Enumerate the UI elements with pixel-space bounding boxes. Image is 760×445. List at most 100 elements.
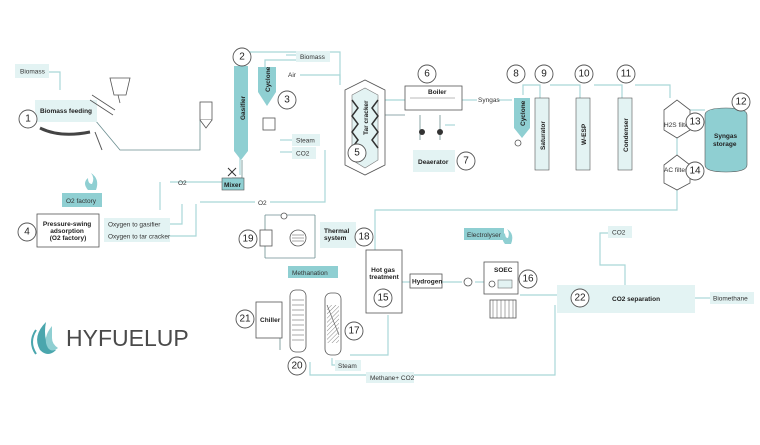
hydrogen-box	[409, 273, 443, 289]
valve-icon	[227, 167, 237, 177]
psa-line2: adsorption	[50, 228, 84, 235]
condenser-unit: Condenser	[617, 97, 633, 171]
marker-6-text: 6	[424, 69, 430, 80]
cyclone-label: Cyclone	[265, 66, 272, 92]
marker-11-text: 11	[621, 69, 632, 80]
co2-box	[292, 147, 316, 159]
marker-21-text: 21	[239, 314, 251, 325]
marker-18	[354, 227, 374, 247]
flame-drop-icon	[31, 322, 58, 355]
hot-gas-label: Hot gas treatment	[369, 267, 399, 281]
marker-18-text: 18	[358, 232, 370, 243]
marker-2-text: 2	[239, 52, 245, 63]
thermal-system-label: Thermal system	[324, 228, 351, 242]
marker-7-text: 7	[463, 156, 469, 167]
marker-9-text: 9	[541, 69, 547, 80]
marker-11	[616, 64, 636, 84]
marker-12-text: 12	[735, 97, 747, 108]
thermal-line1: Thermal	[324, 228, 349, 235]
co2-separation-label: CO2 separation	[612, 296, 660, 303]
marker-8	[506, 64, 526, 84]
soec-label: SOEC	[494, 267, 513, 274]
steam-bottom-label: Steam	[338, 363, 357, 370]
oxy-tar-label: Oxygen to tar cracker	[108, 234, 171, 241]
air-label: Air	[288, 72, 297, 79]
marker-14	[685, 161, 705, 181]
marker-20-text: 20	[291, 361, 303, 372]
marker-17-text: 17	[348, 326, 360, 337]
electrolyser-cells-icon	[489, 299, 517, 319]
marker-22	[570, 288, 590, 308]
marker-3	[277, 90, 297, 110]
reactor-20	[289, 289, 307, 353]
pipe-network	[48, 51, 710, 376]
gasifier-label: Gasifier	[240, 95, 247, 120]
number-markers: 1 2 3 4 5 6 7 8 9 10 11 12 13 14 15 16 1…	[17, 47, 751, 376]
ac-filter-label: AC filter	[664, 167, 688, 174]
steam-box	[292, 134, 320, 146]
marker-13-text: 13	[689, 117, 701, 128]
h2s-filter-label: H2S filter	[664, 122, 692, 129]
wesp-unit: W-ESP	[575, 97, 591, 171]
marker-15-text: 15	[377, 293, 389, 304]
biomass-in-box	[15, 64, 49, 78]
pump-icon-2	[437, 129, 443, 135]
marker-16-text: 16	[522, 274, 534, 285]
biomass-top-label: Biomass	[300, 54, 326, 61]
hot-gas-line1: Hot gas	[371, 267, 395, 274]
saturator-label: Saturator	[540, 121, 547, 150]
biomethane-box	[710, 292, 754, 304]
marker-17	[344, 321, 364, 341]
mixer-box	[221, 177, 245, 191]
syngas-storage-line2: storage	[713, 141, 737, 148]
marker-4-text: 4	[24, 227, 30, 238]
thermal-line2: system	[324, 235, 347, 242]
flame-icon	[85, 173, 98, 190]
marker-5-text: 5	[354, 148, 360, 159]
marker-1-text: 1	[25, 114, 31, 125]
mixer-label: Mixer	[224, 182, 241, 189]
wesp-label: W-ESP	[581, 123, 588, 145]
psa-line3: (O2 factory)	[50, 235, 86, 242]
pump-icon	[419, 129, 425, 135]
methane-co2-box	[366, 372, 414, 383]
syngas-storage-line1: Syngas	[714, 133, 738, 140]
heat-exchanger-icon	[259, 212, 307, 247]
cyclone-unit: Cyclone	[258, 66, 276, 131]
psa-label: Pressure-swing adsorption (O2 factory)	[43, 221, 93, 242]
o2-factory-badge	[62, 193, 102, 207]
co2-top-label: CO2	[612, 230, 626, 237]
psa-line1: Pressure-swing	[43, 221, 91, 228]
tar-cracker-label: Tar cracker	[363, 100, 370, 135]
boiler-label: Boiler	[428, 89, 447, 96]
co2-top-box	[608, 226, 632, 238]
co2-label: CO2	[296, 151, 310, 158]
saturator-unit: Saturator	[534, 97, 550, 171]
oxy-gasifier-box	[104, 218, 170, 230]
feed-conveyor-icon	[39, 77, 131, 151]
marker-10	[574, 64, 594, 84]
hot-gas-line2: treatment	[369, 274, 399, 281]
marker-9	[534, 64, 554, 84]
marker-5	[347, 143, 367, 163]
marker-4	[17, 222, 37, 242]
biomethane-label: Biomethane	[713, 296, 748, 303]
chiller-box	[255, 301, 283, 339]
marker-21	[235, 309, 255, 329]
marker-19-text: 19	[242, 234, 254, 245]
electrolyser-label: Electrolyser	[467, 232, 502, 239]
compressor-icon	[463, 277, 473, 287]
marker-14-text: 14	[689, 166, 701, 177]
marker-7	[456, 151, 476, 171]
marker-8-text: 8	[513, 69, 519, 80]
oxy-gasifier-label: Oxygen to gasifier	[108, 222, 161, 229]
psa-box	[36, 213, 100, 248]
marker-19	[238, 229, 258, 249]
deaerator-box	[413, 150, 455, 172]
soec-box	[483, 261, 519, 295]
marker-10-text: 10	[578, 69, 590, 80]
tar-cracker-unit: Tar cracker	[344, 79, 386, 176]
logo-text: HYFUELUP	[66, 325, 189, 351]
biomass-top-box	[296, 51, 330, 62]
